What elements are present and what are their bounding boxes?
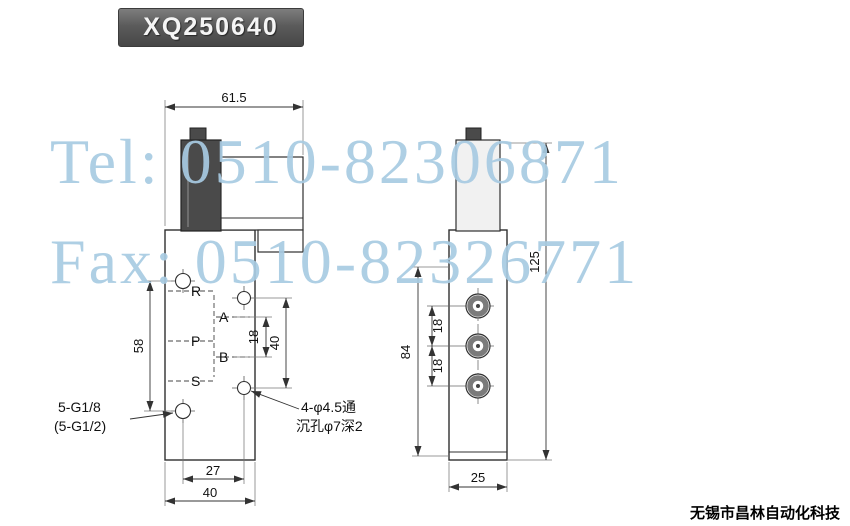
hole-note-line1: 4-φ4.5通 <box>301 399 356 415</box>
model-number-badge: XQ250640 <box>118 8 304 47</box>
side-view: 18 18 84 125 25 <box>398 127 552 492</box>
front-leader-lines <box>129 390 300 420</box>
front-dimension-lines <box>146 103 303 505</box>
front-solenoid <box>180 127 222 232</box>
dim-total-width-label: 61.5 <box>221 90 246 105</box>
front-port-labels: R A P B S <box>191 283 229 389</box>
front-view: R A P B S <box>54 90 363 506</box>
dim-bottom-outer-label: 40 <box>203 485 217 500</box>
thread-note-line1: 5-G1/8 <box>58 399 101 415</box>
side-dimension-lines <box>414 143 550 491</box>
dim-width-label: 25 <box>471 470 485 485</box>
front-holes <box>171 269 256 423</box>
port-label-s: S <box>191 373 200 389</box>
dim-right-span-label: 40 <box>267 336 282 350</box>
port-label-b: B <box>219 349 228 365</box>
thread-note-line2: (5-G1/2) <box>54 418 106 434</box>
front-connector <box>220 156 304 253</box>
dim-ab-spacing-label: 18 <box>246 330 261 344</box>
port-label-p: P <box>191 333 200 349</box>
port-label-a: A <box>219 309 229 325</box>
dim-body-height-label: 84 <box>398 345 413 359</box>
front-extension-lines <box>144 100 304 506</box>
dim-bottom-inner-label: 27 <box>206 463 220 478</box>
hole-note-line2: 沉孔φ7深2 <box>296 418 363 434</box>
dim-port-spacing-lower-label: 18 <box>430 359 445 373</box>
dim-left-height-label: 58 <box>131 339 146 353</box>
model-number-text: XQ250640 <box>143 13 279 41</box>
dim-total-height-label: 125 <box>527 251 542 273</box>
side-port-holes <box>465 293 491 399</box>
front-body-outline <box>164 229 256 461</box>
dim-port-spacing-upper-label: 18 <box>430 319 445 333</box>
port-label-r: R <box>191 283 201 299</box>
side-solenoid <box>455 127 501 232</box>
company-name: 无锡市昌林自动化科技 <box>689 504 840 522</box>
